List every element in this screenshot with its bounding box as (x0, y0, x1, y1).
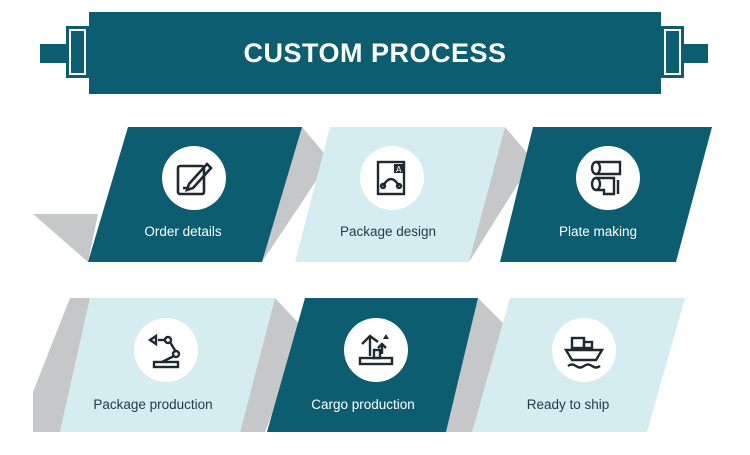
design-drawing-icon: A (360, 146, 424, 210)
page-title: CUSTOM PROCESS (243, 38, 507, 68)
assembly-line-icon (344, 318, 408, 382)
step-label-package-design: Package design (339, 224, 437, 239)
shadow-shape (33, 298, 90, 432)
cargo-ship-icon (552, 318, 616, 382)
header-banner (89, 12, 661, 94)
shadow-shape (33, 214, 98, 262)
step-label-cargo-production: Cargo production (311, 397, 415, 412)
edit-form-icon (162, 146, 226, 210)
step-label-ready-to-ship: Ready to ship (526, 397, 610, 412)
step-label-order-details: Order details (144, 224, 222, 239)
robot-arm-icon (134, 318, 198, 382)
plate-rollers-icon (576, 146, 640, 210)
shadow-shape (255, 127, 330, 262)
svg-text:A: A (396, 165, 402, 174)
step-label-package-production: Package production (93, 397, 213, 412)
shadow-shape (240, 298, 305, 432)
shadow-shape (462, 127, 533, 262)
shadow-shape (446, 298, 510, 432)
step-label-plate-making: Plate making (558, 224, 638, 239)
